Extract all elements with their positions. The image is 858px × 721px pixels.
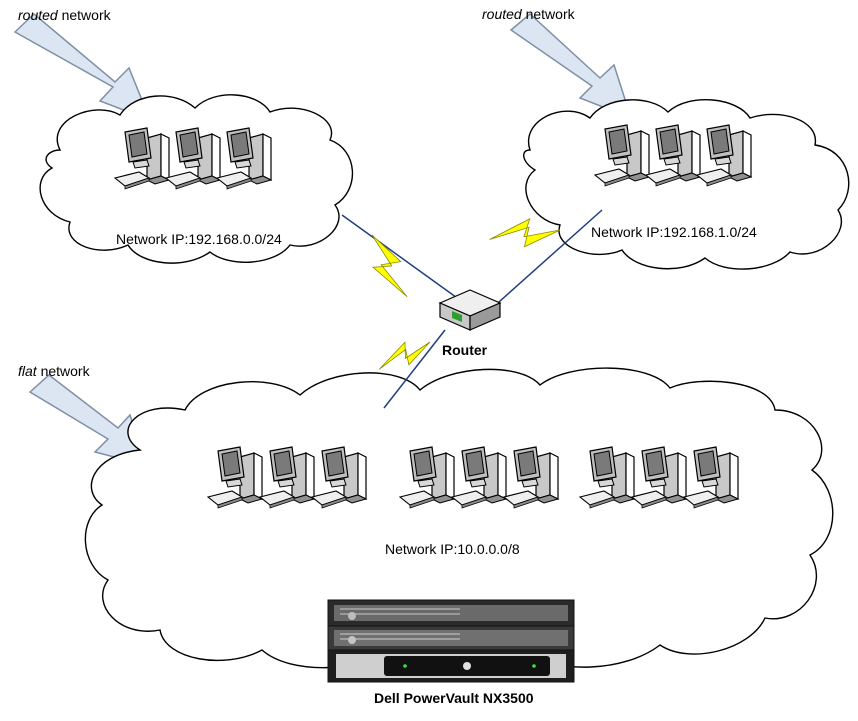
- pc-group-right: [594, 124, 752, 187]
- pc-group-left: [114, 127, 272, 190]
- network-ip-bottom: Network IP:10.0.0.0/8: [385, 541, 520, 557]
- storage-label: Dell PowerVault NX3500: [374, 690, 534, 706]
- flat-network-label: flat network: [18, 363, 91, 379]
- router-icon: [438, 289, 502, 331]
- routed-network-label-left: routed network: [18, 7, 112, 23]
- routed-network-label-right: routed network: [482, 6, 576, 22]
- router-label: Router: [442, 342, 488, 358]
- arrow-top-left: [13, 12, 152, 122]
- pc-group-bottom-2: [399, 446, 559, 509]
- network-ip-left: Network IP:192.168.0.0/24: [116, 231, 282, 247]
- bolt-left: [371, 234, 408, 298]
- pc-group-bottom-3: [579, 446, 739, 509]
- cloud-bottom: [84, 367, 834, 669]
- pc-group-bottom-1: [207, 446, 367, 509]
- bolt-right: [489, 218, 561, 248]
- server-icon: [327, 599, 575, 683]
- network-ip-right: Network IP:192.168.1.0/24: [591, 224, 757, 240]
- arrow-top-right: [509, 13, 633, 120]
- links: [341, 209, 603, 409]
- cloud-right: [523, 99, 850, 270]
- bolt-bottom: [378, 341, 431, 370]
